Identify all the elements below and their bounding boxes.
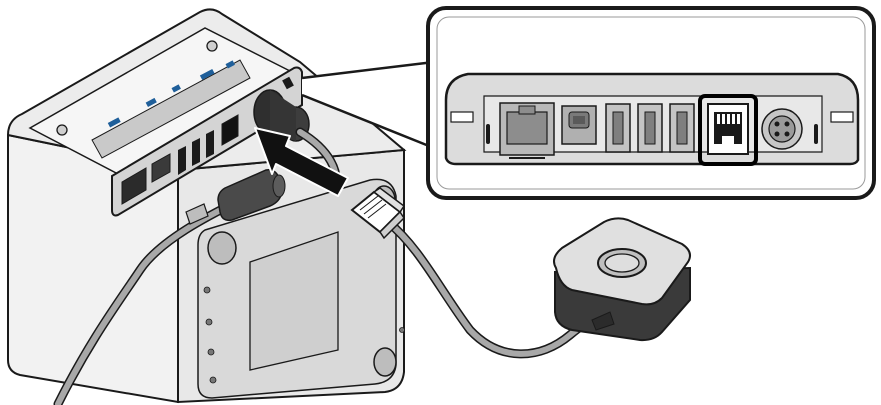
usb-b-port-icon	[561, 105, 597, 145]
printer-screws	[203, 286, 405, 384]
printer-base-recess	[249, 231, 339, 371]
panel-label-strip	[91, 59, 251, 159]
usb-a-port-icon	[669, 103, 695, 153]
ethernet-port-icon	[121, 167, 147, 205]
panel-indicator	[282, 76, 294, 90]
rear-connector-panel	[91, 59, 310, 217]
callout-latch	[814, 111, 854, 144]
dc-power-port-icon	[761, 108, 803, 150]
printer-top-screw	[56, 124, 68, 136]
callout-pointer	[301, 60, 435, 150]
modular-plug-icon	[350, 187, 406, 240]
usb-a-port-icon	[206, 130, 214, 158]
panel-label-marks	[107, 60, 235, 128]
modular-jack-highlight	[698, 94, 758, 166]
device-strain-relief	[591, 311, 615, 331]
usb-b-port-icon	[151, 153, 171, 183]
peripheral-device-icon	[553, 217, 691, 342]
ethernet-port-icon	[499, 102, 555, 159]
ferrite-core	[217, 168, 286, 222]
modular-jack-icon	[221, 114, 239, 146]
connector-callout	[426, 6, 876, 200]
printer-foot	[207, 231, 237, 265]
printer-icon	[6, 8, 407, 404]
usb-a-port-icon	[192, 138, 200, 166]
usb-a-port-icon	[637, 103, 663, 153]
printer-top-screw	[206, 40, 218, 52]
callout-latch	[450, 111, 490, 144]
printer-foot	[373, 347, 397, 377]
modular-jack-icon	[707, 103, 749, 155]
power-cable	[53, 127, 341, 405]
dc-power-port-icon	[253, 89, 310, 142]
usb-a-port-icon	[178, 146, 186, 175]
cable-clip	[185, 203, 209, 225]
insertion-arrow-icon	[254, 127, 349, 197]
usb-a-port-icon	[605, 103, 631, 153]
modular-jack-port	[698, 94, 758, 166]
